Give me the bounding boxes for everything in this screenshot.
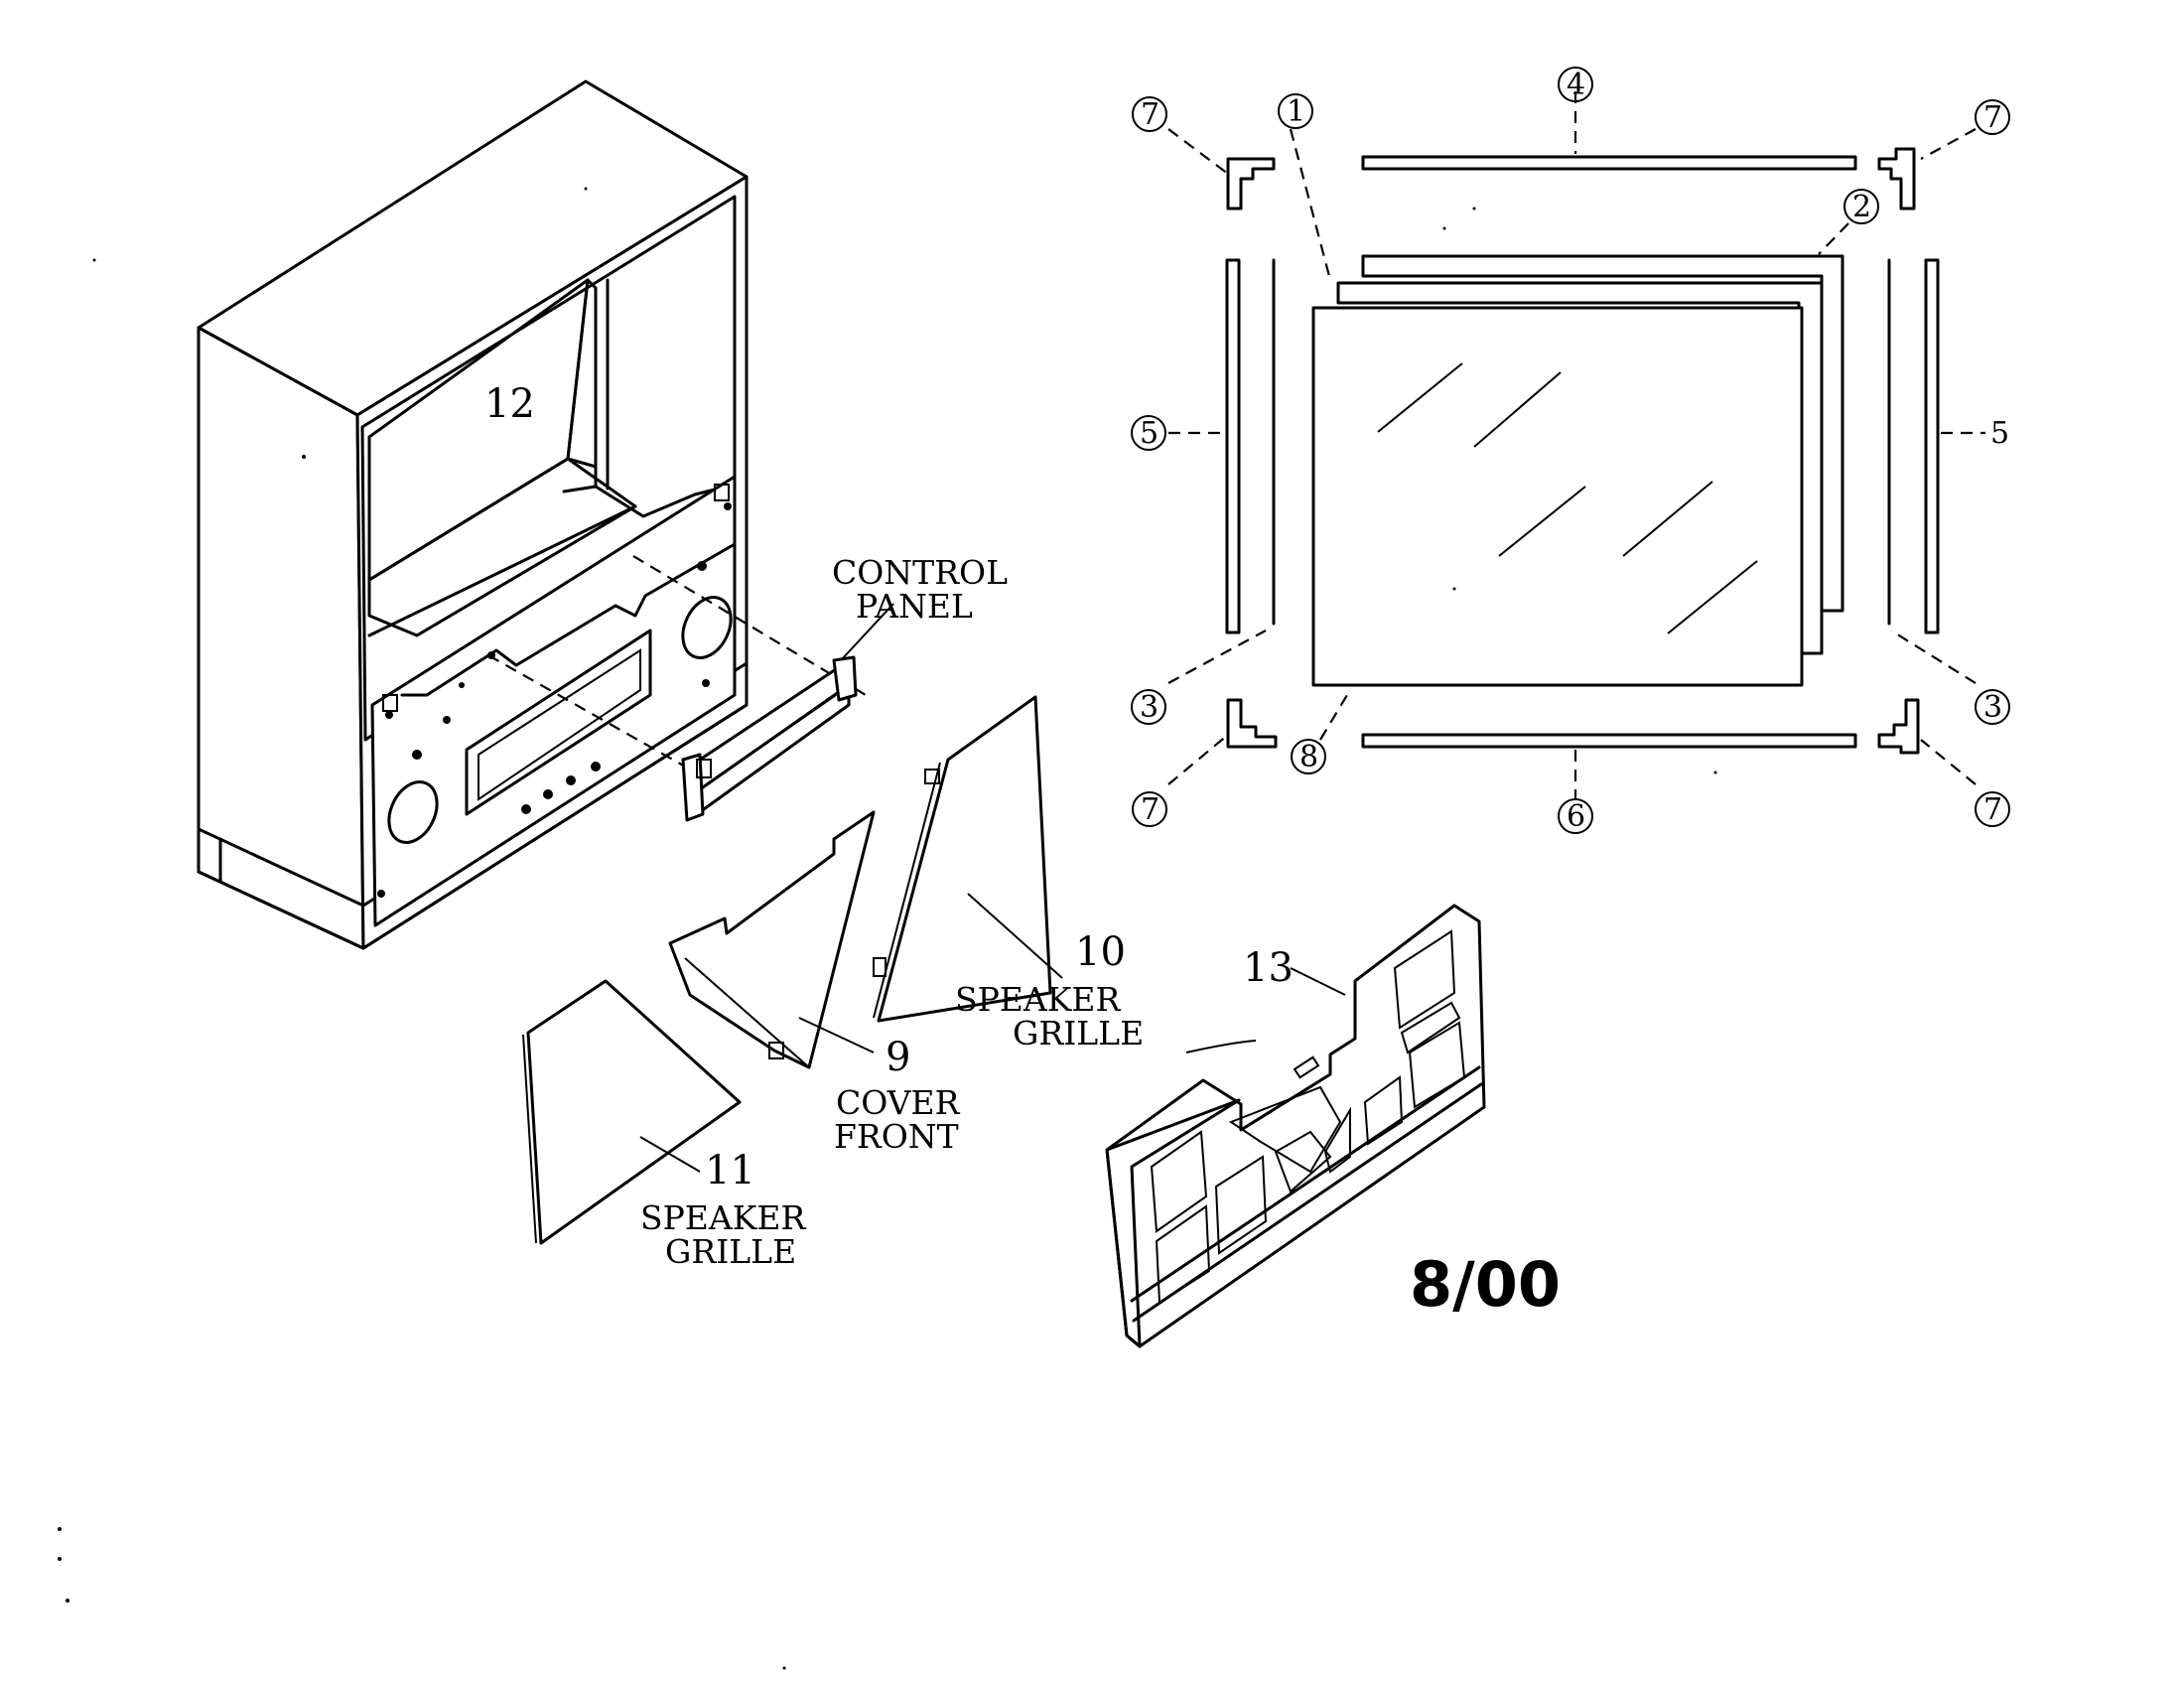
guide-line (487, 654, 718, 785)
cover-front-label-1: COVER (836, 1083, 961, 1122)
callout-3-right: 3 (1983, 690, 2002, 725)
callout-9: 9 (886, 1035, 910, 1080)
callout-2: 2 (1852, 190, 1871, 224)
leader-line (1290, 967, 1346, 996)
speaker-grille-label-1: SPEAKER (955, 980, 1121, 1019)
speaker-grille-11 (522, 979, 742, 1245)
corner-bracket-top-left (1226, 157, 1276, 210)
guide-line (632, 555, 867, 696)
frame-strip-top-4 (1361, 155, 1857, 171)
callout-7-bl: 7 (1141, 792, 1160, 827)
leader-line (798, 1017, 875, 1053)
circled-callouts: 7 7 7 7 1 4 2 5 5 3 3 8 6 (1131, 67, 2010, 834)
cover-front-label-2: FRONT (834, 1117, 959, 1156)
speaker-grille-label-1b: SPEAKER (640, 1198, 806, 1237)
screen-assembly (1311, 254, 1844, 687)
speaker-grille-10 (873, 695, 1052, 1023)
leader-line (639, 1136, 701, 1173)
callout-leaders (1167, 91, 1985, 799)
control-panel-part (681, 655, 858, 822)
callout-12: 12 (484, 381, 535, 427)
callout-5-right: 5 (1990, 416, 2009, 451)
control-panel-label-1: CONTROL (832, 553, 1008, 592)
callout-6: 6 (1567, 799, 1585, 834)
corner-bracket-bottom-left (1226, 698, 1278, 749)
scan-specks (58, 187, 1717, 1670)
callout-11: 11 (705, 1148, 755, 1193)
callout-13: 13 (1243, 945, 1294, 991)
frame-strip-left-5 (1225, 258, 1241, 634)
leader-line (967, 893, 1063, 979)
callout-1: 1 (1287, 94, 1305, 129)
date-code: 8/00 (1410, 1248, 1561, 1321)
callout-4: 4 (1567, 68, 1585, 102)
cover-front-9 (668, 810, 876, 1069)
tv-cabinet (197, 79, 749, 950)
callout-8: 8 (1299, 740, 1318, 774)
callout-7-tl: 7 (1141, 97, 1160, 132)
callout-7-tr: 7 (1983, 100, 2002, 135)
leader-line (841, 603, 894, 660)
callout-10: 10 (1075, 929, 1126, 975)
corner-bracket-bottom-right (1877, 698, 1920, 755)
callout-3-left: 3 (1140, 690, 1159, 725)
corner-bracket-top-right (1877, 147, 1916, 210)
sketch-mark (1185, 1040, 1257, 1053)
speaker-grille-label-2b: GRILLE (665, 1232, 796, 1271)
frame-strip-right-5 (1924, 258, 1940, 634)
callout-5-left: 5 (1140, 416, 1159, 451)
callout-7-br: 7 (1983, 792, 2002, 827)
frame-strip-bottom-6 (1361, 733, 1857, 749)
control-panel-label-2: PANEL (856, 587, 973, 626)
speaker-grille-label-2: GRILLE (1013, 1014, 1144, 1052)
front-frame-13 (1105, 904, 1486, 1348)
